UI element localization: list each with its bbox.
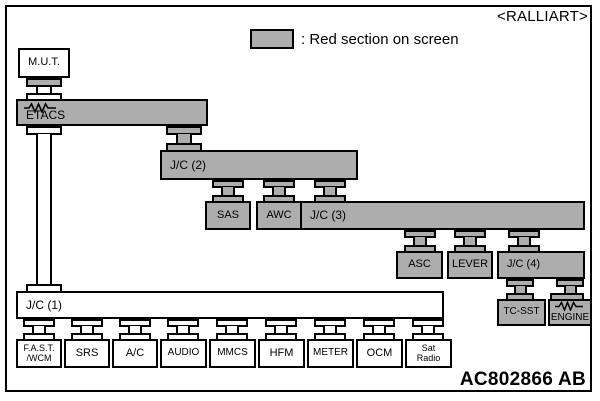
connector-pin-jc1-satradio [421,326,435,336]
node-etacs[interactable]: ETACS [16,99,208,126]
legend-swatch-red-section [250,29,294,49]
variant-label: <RALLIART> [497,8,588,25]
diagram-frame [5,5,592,392]
node-fastwcm-label: F.A.S.T. /WCM [23,343,55,363]
node-mut-label: M.U.T. [28,56,60,69]
node-jc4[interactable]: J/C (4) [497,251,585,279]
node-meter[interactable]: METER [307,339,354,368]
node-ac[interactable]: A/C [112,339,158,368]
connector-flange-mut-bottom [26,78,62,87]
node-jc1[interactable]: J/C (1) [16,291,444,319]
connector-pin-jc2-awc [272,187,286,198]
connector-pin-jc4-tcsst [514,286,527,296]
connector-pin-jc1-hfm [274,326,288,336]
node-etacs-label: ETACS [26,108,66,123]
connector-pin-jc1-fastwcm [32,326,46,336]
node-hfm-label: HFM [269,346,294,359]
node-lever[interactable]: LEVER [447,251,493,279]
node-engine[interactable]: ENGINE [548,299,592,326]
part-number: AC802866 AB [459,369,586,390]
node-srs-label: SRS [75,346,99,359]
connector-pin-jc1-ac [128,326,142,336]
node-mmcs-label: MMCS [217,347,248,359]
node-ocm[interactable]: OCM [356,339,403,368]
node-fastwcm[interactable]: F.A.S.T. /WCM [16,339,62,368]
node-tcsst[interactable]: TC-SST [497,299,546,326]
node-mmcs[interactable]: MMCS [209,339,256,368]
node-jc1-label: J/C (1) [26,297,62,312]
node-ocm-label: OCM [366,346,393,359]
node-ac-label: A/C [125,346,145,359]
connector-pin-jc1-mmcs [225,326,239,336]
node-asc-label: ASC [408,258,431,271]
node-meter-label: METER [313,347,348,359]
node-lever-label: LEVER [451,258,489,271]
node-satradio-label: Sat Radio [416,343,441,363]
node-satradio[interactable]: Sat Radio [405,339,452,368]
connector-pin-jc2-jc3 [323,187,337,198]
node-jc2[interactable]: J/C (2) [160,150,358,180]
connector-pin-jc4-engine [564,286,577,296]
node-jc2-label: J/C (2) [170,157,206,172]
connector-pin-jc3-jc4 [517,237,531,248]
node-sas[interactable]: SAS [205,201,251,230]
node-asc[interactable]: ASC [396,251,443,279]
connector-pin-jc1-ocm [372,326,386,336]
node-engine-label: ENGINE [550,311,590,323]
node-sas-label: SAS [216,208,239,221]
node-audio[interactable]: AUDIO [160,339,207,368]
legend: : Red section on screen [250,29,459,49]
node-mut[interactable]: M.U.T. [18,48,70,78]
node-jc4-label: J/C (4) [507,258,540,271]
node-audio-label: AUDIO [167,347,200,359]
connector-pin-jc3-asc [413,237,427,248]
node-jc3-label: J/C (3) [310,208,346,223]
node-awc-label: AWC [266,208,292,221]
connector-pin-jc1-meter [323,326,337,336]
node-tcsst-label: TC-SST [503,306,540,318]
connector-pin-jc1-srs [80,326,94,336]
legend-label: : Red section on screen [301,30,459,48]
connector-pin-jc1-audio [176,326,190,336]
node-srs[interactable]: SRS [64,339,110,368]
connector-pin-mut-etacs [36,87,52,98]
connector-pin-etacs-jc1 [36,134,52,292]
connector-pin-jc2-sas [221,187,235,198]
connector-pin-jc3-lever [463,237,477,248]
node-awc[interactable]: AWC [256,201,302,230]
node-jc3[interactable]: J/C (3) [300,201,585,230]
node-hfm[interactable]: HFM [258,339,305,368]
